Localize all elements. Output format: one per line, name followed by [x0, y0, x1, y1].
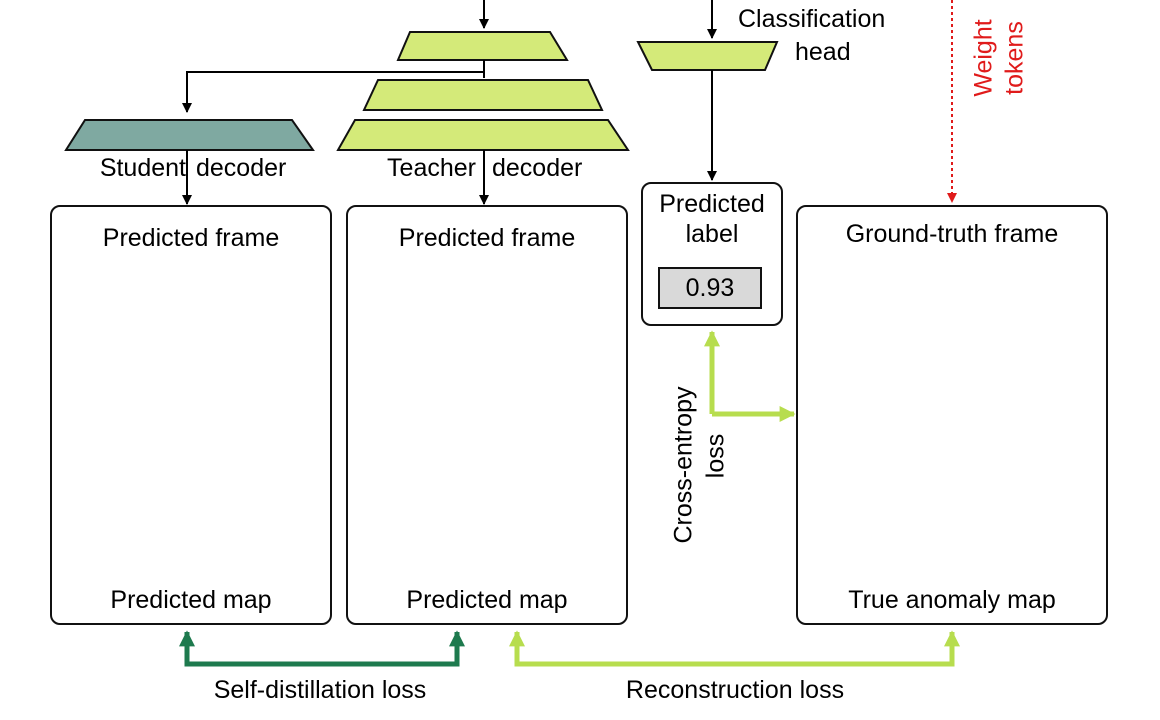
teacher-decoder-layer-2 [336, 119, 630, 151]
teacher-decoder-layer-1 [362, 79, 604, 111]
classification-head-trapezoid [636, 41, 779, 71]
teacher-panel-title: Predicted frame [398, 224, 576, 252]
classification-head-label: Classification [738, 5, 886, 33]
student-decoder-trapezoid [64, 119, 315, 151]
encoder-trapezoid [396, 31, 569, 61]
true-anomaly-map-label: True anomaly map [848, 586, 1056, 614]
student-map-label: Predicted map [110, 586, 272, 614]
self-distillation-loss-label: Self-distillation loss [213, 676, 427, 704]
predicted-label-title: Predicted [659, 190, 765, 218]
self-distillation-arrow [178, 630, 466, 667]
student-decoder-label-right: decoder [196, 154, 287, 182]
predicted-label-value-box [658, 267, 762, 309]
cross-entropy-loss-label-2: loss [701, 433, 730, 479]
student-decoder-label-left: Student [99, 154, 186, 182]
student-output-panel [50, 205, 332, 625]
predicted-label-title-2: label [685, 220, 739, 248]
teacher-output-panel [346, 205, 628, 625]
teacher-map-label: Predicted map [406, 586, 568, 614]
reconstruction-loss-label: Reconstruction loss [625, 676, 845, 704]
ground-truth-panel-title: Ground-truth frame [845, 220, 1059, 248]
teacher-decoder-label-left: Teacher [387, 154, 476, 182]
reconstruction-arrow [508, 630, 961, 667]
cross-entropy-loss-label: Cross-entropy [669, 386, 698, 544]
ground-truth-panel [796, 205, 1108, 625]
predicted-label-value: 0.93 [685, 274, 735, 302]
student-panel-title: Predicted frame [102, 224, 280, 252]
teacher-decoder-label-right: decoder [492, 154, 583, 182]
weight-tokens-label-2: tokens [1000, 21, 1029, 95]
weight-tokens-label: Weight [969, 19, 998, 97]
encoder-to-student-arrow [182, 71, 484, 113]
classification-head-label-2: head [795, 38, 851, 66]
